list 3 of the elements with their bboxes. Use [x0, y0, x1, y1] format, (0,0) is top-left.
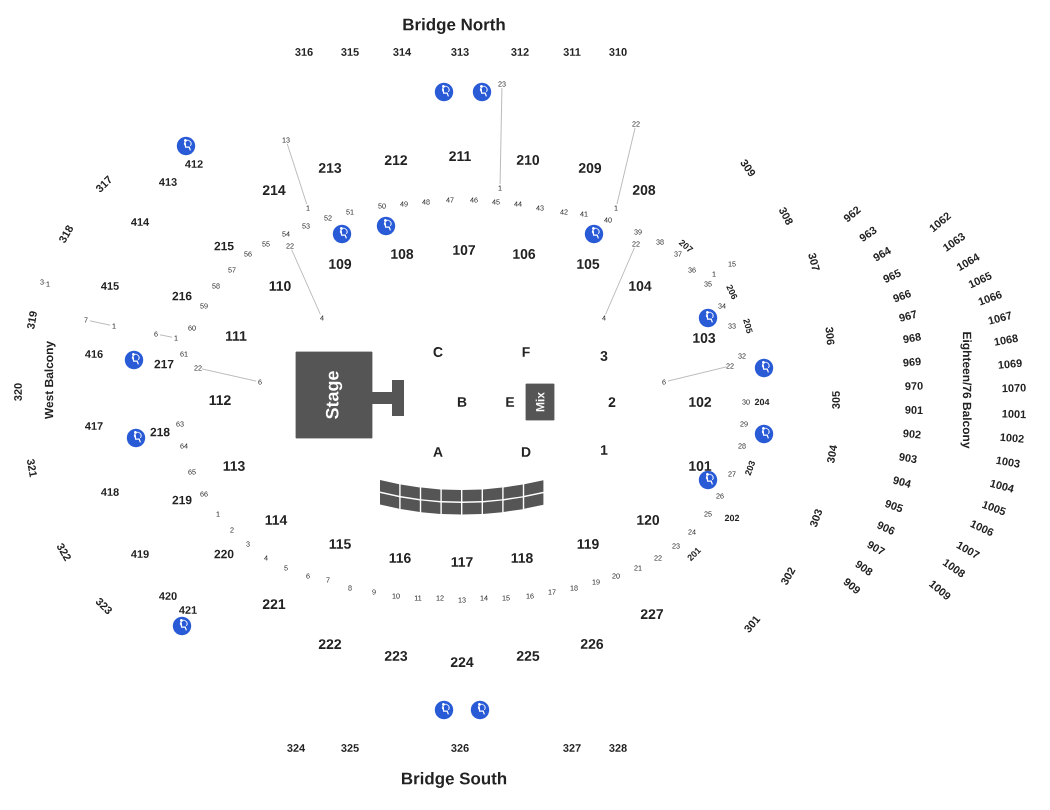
bridge-label: Bridge North — [403, 18, 505, 34]
stage-box: Stage — [295, 351, 373, 439]
bridge-label: Bridge South — [402, 772, 507, 788]
